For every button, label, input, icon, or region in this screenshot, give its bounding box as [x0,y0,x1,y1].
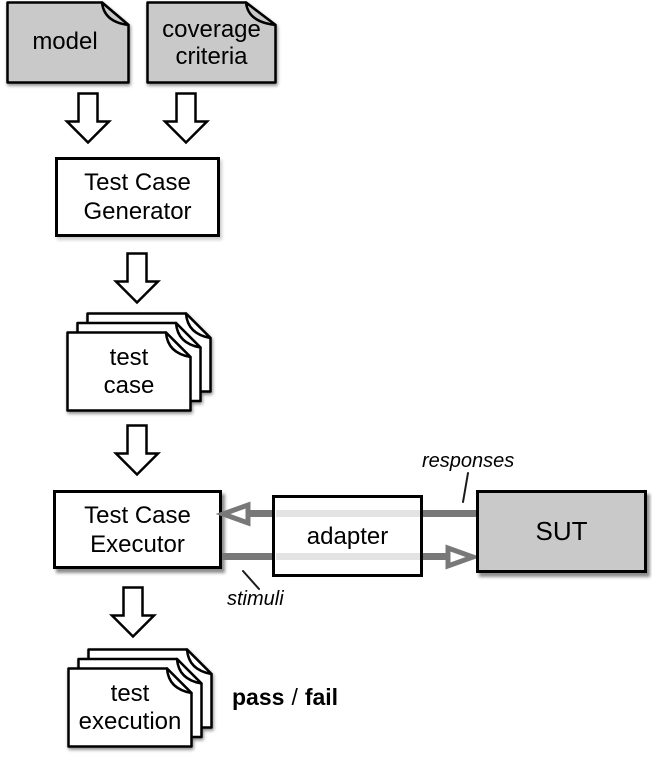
stimuli-arrowhead-icon [445,544,481,570]
generator-label-line2: Generator [83,198,192,225]
verdict-fail-text: fail [304,684,339,710]
flow-arrow-testcases-to-executor-icon [112,424,162,477]
responses-connector-through-adapter [276,510,420,517]
test-case-label-line2: case [103,371,155,399]
model-document-label: model [6,1,124,82]
coverage-label-line1: coverage [162,15,261,43]
coverage-criteria-document-label: coverage criteria [146,2,277,83]
flow-arrow-executor-to-execution-icon [108,586,158,639]
responses-connector-segment-left [247,510,274,517]
stimuli-connector-through-adapter [276,553,420,560]
test-case-label-line1: test [109,343,149,371]
stacked-document-front [66,331,192,412]
sut-label-text: SUT [535,516,588,546]
generator-label-line1: Test Case [84,169,191,196]
test-execution-stack-shape [67,648,213,748]
test-case-executor-box: Test Case Executor [53,490,222,569]
test-execution-label-line1: test [110,679,150,707]
executor-label-line2: Executor [90,530,185,558]
stimuli-connector-segment-left [222,553,274,560]
responses-annotation: responses [422,450,515,472]
test-case-stack-shape [66,312,212,412]
test-execution-label-line2: execution [78,707,182,735]
executor-label-line1: Test Case [84,501,191,529]
stimuli-annotation: stimuli [227,588,284,610]
responses-pointer-line [462,472,469,503]
responses-connector-segment-right [420,510,476,517]
test-case-generator-box: Test Case Generator [55,157,220,237]
verdict-label: pass/fail [232,684,338,711]
stacked-document-front [67,667,193,748]
folded-corner-icon [244,1,277,27]
model-document-shape [6,1,130,84]
folded-corner-icon [164,331,192,359]
flow-arrow-coverage-to-generator-icon [161,92,211,145]
model-label-text: model [32,27,98,55]
flow-arrow-generator-to-testcases-icon [112,252,162,305]
coverage-label-line2: criteria [175,42,248,70]
folded-corner-icon [165,667,193,695]
test-execution-stack-label: test execution [67,667,193,748]
responses-arrowhead-icon [215,501,251,527]
verdict-separator: / [291,684,298,710]
verdict-pass-text: pass [232,684,285,710]
flow-arrow-model-to-generator-icon [63,92,113,145]
stimuli-connector-segment-right [420,553,449,560]
test-case-stack-label: test case [66,331,192,412]
coverage-criteria-document-shape [146,1,277,84]
adapter-box: adapter [272,495,423,577]
stimuli-pointer-line [242,570,260,590]
sut-box: SUT [476,490,647,573]
adapter-label-text: adapter [306,522,389,550]
folded-corner-icon [100,1,130,27]
